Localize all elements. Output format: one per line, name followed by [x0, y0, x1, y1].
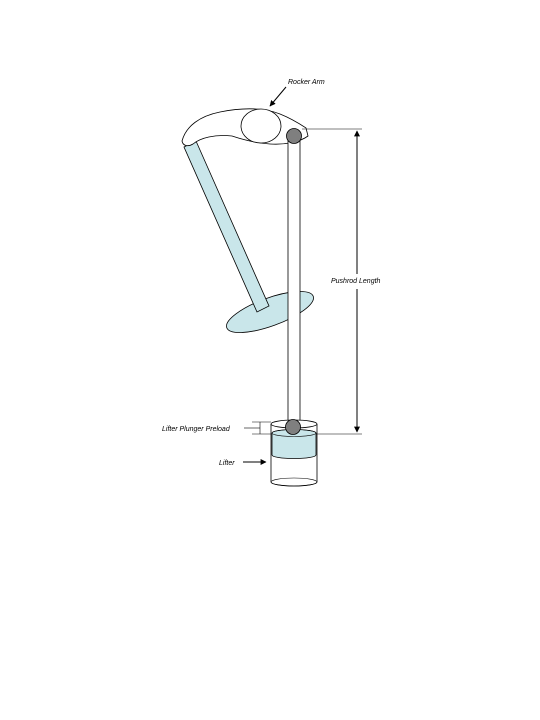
lifter-plunger-preload-label: Lifter Plunger Preload: [162, 426, 231, 433]
lifter-label: Lifter: [219, 460, 235, 467]
rocker-arm-label: Rocker Arm: [288, 79, 325, 86]
pushrod: [287, 137, 301, 427]
pushrod-length-dimension: Pushrod Length: [302, 128, 381, 435]
pushrod-length-label: Pushrod Length: [331, 278, 381, 285]
lifter-bottom-rim: [270, 477, 318, 487]
rocker-pivot: [240, 108, 282, 144]
pushrod-ball-lower: [285, 419, 301, 435]
valve-head: [226, 291, 314, 333]
pushrod-ball-upper: [286, 128, 302, 144]
valve-stem: [183, 140, 270, 313]
rocker-arm-callout: Rocker Arm: [269, 79, 325, 107]
lifter-plunger-preload-dimension: Lifter Plunger Preload: [162, 421, 271, 435]
lifter-callout: Lifter: [219, 459, 267, 467]
rocker-arm-arrow: [269, 86, 287, 107]
